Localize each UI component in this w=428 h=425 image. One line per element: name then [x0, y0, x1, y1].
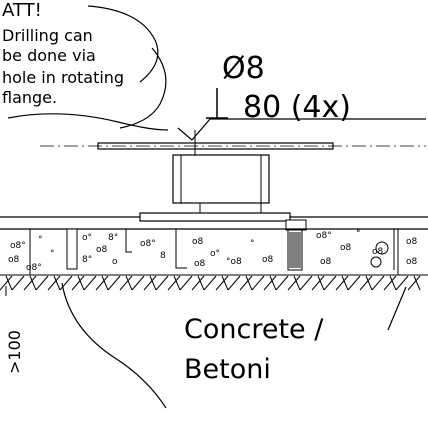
anchor-bolt-right-thread: [289, 232, 301, 268]
note-cloud-outline-2: [139, 39, 159, 83]
hole-diameter-label: Ø8: [222, 51, 265, 86]
dimension-label: >100: [5, 330, 24, 374]
svg-text:o8: o8: [194, 259, 206, 269]
svg-text:8°: 8°: [82, 255, 92, 265]
svg-text:°: °: [38, 235, 43, 245]
anchor-sleeve-left: [175, 229, 187, 269]
svg-text:o8°: o8°: [140, 239, 156, 249]
mast-body: [172, 154, 270, 204]
material-name-en: Concrete /: [184, 314, 324, 345]
svg-text:°o8: °o8: [226, 257, 242, 267]
svg-text:o8°: o8°: [10, 241, 26, 251]
depth-symbol-icon: [206, 88, 228, 119]
material-leader-slash: [387, 286, 407, 331]
note-line-4: flange.: [2, 88, 57, 107]
hole-depth-label: 80 (4x): [243, 90, 351, 125]
note-line-1: Drilling can: [2, 26, 93, 45]
svg-text:o8: o8: [340, 243, 352, 253]
material-leader-line: [61, 282, 167, 409]
anchor-bolt-left: [66, 228, 78, 270]
svg-text:o8: o8: [320, 257, 332, 267]
note-leader-curve: [7, 113, 169, 131]
svg-text:o8: o8: [192, 237, 204, 247]
svg-text:o8: o8: [406, 237, 418, 247]
svg-text:o8: o8: [406, 257, 418, 267]
note-heading: ATT!: [2, 0, 42, 21]
svg-text:o: o: [112, 257, 118, 267]
anchor-hook: [125, 229, 132, 253]
svg-text:o°: o°: [210, 249, 220, 259]
note-line-2: be done via: [2, 46, 96, 65]
svg-text:o8°: o8°: [26, 263, 42, 273]
svg-text:8°: 8°: [108, 233, 118, 243]
svg-text:°: °: [356, 229, 361, 239]
callout-leader-line: [191, 118, 426, 141]
svg-text:o8°: o8°: [316, 231, 332, 241]
base-flange: [139, 212, 291, 222]
svg-text:o°: o°: [82, 233, 92, 243]
svg-text:o8: o8: [96, 245, 108, 255]
note-line-3: hole in rotating: [2, 68, 124, 87]
svg-text:°: °: [50, 249, 55, 259]
svg-text:o8: o8: [8, 255, 20, 265]
svg-text:o8: o8: [262, 255, 274, 265]
note-cloud-outline: [87, 5, 156, 41]
material-name-fi: Betoni: [184, 354, 271, 385]
concrete-aggregate-pattern: o8° ° o8 o8° ° o° 8° o8 8° o o8° 8 o8 o°…: [8, 229, 418, 273]
svg-text:°: °: [250, 239, 255, 249]
earth-hatch-pattern: [0, 275, 421, 291]
callout-leader-tick: [177, 127, 193, 141]
note-cloud-outline-3: [119, 47, 167, 129]
svg-text:8: 8: [160, 251, 166, 261]
